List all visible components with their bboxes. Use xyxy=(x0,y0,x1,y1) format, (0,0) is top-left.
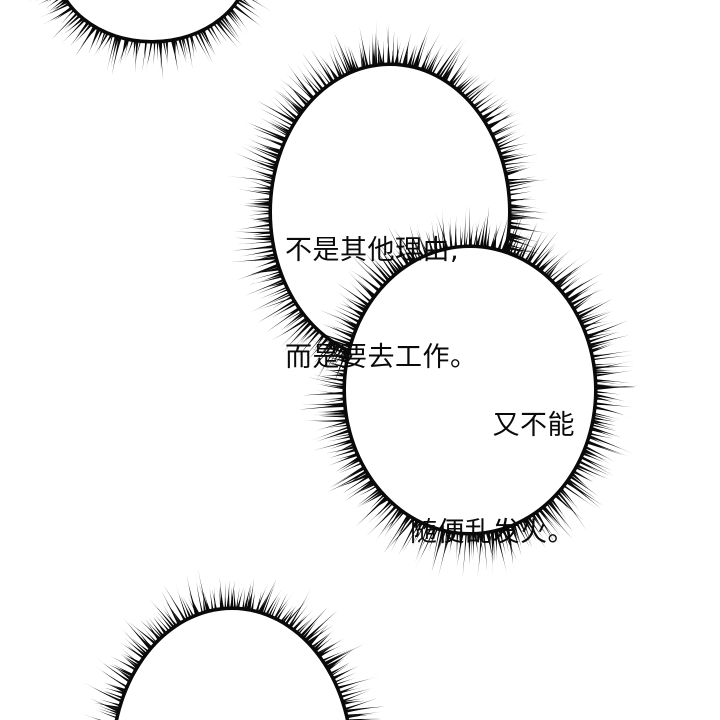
speech-bubble-top-partial xyxy=(0,0,340,170)
bubble-two-line-1: 又不能 xyxy=(492,410,575,442)
speech-bubble-one-text: 不是其他理由, 而是要去工作。 xyxy=(285,162,478,447)
bubble-bottom-partial-shape xyxy=(81,568,391,720)
bubble-one-line-2: 而是要去工作。 xyxy=(285,342,478,374)
speech-bubble-two-text: 又不能 随便乱发火。 xyxy=(330,337,575,622)
speech-bubble-two xyxy=(240,160,720,640)
bubble-two-shape xyxy=(298,204,643,579)
speech-bubble-bottom-text: 是啊, 差点倒闭了 xyxy=(112,672,352,720)
speech-bubble-bottom-partial xyxy=(10,530,470,720)
bubble-two-line-2: 随便乱发火。 xyxy=(410,517,575,549)
bubble-one-line-1: 不是其他理由, xyxy=(285,235,460,267)
bubble-top-partial-shape xyxy=(27,0,273,81)
